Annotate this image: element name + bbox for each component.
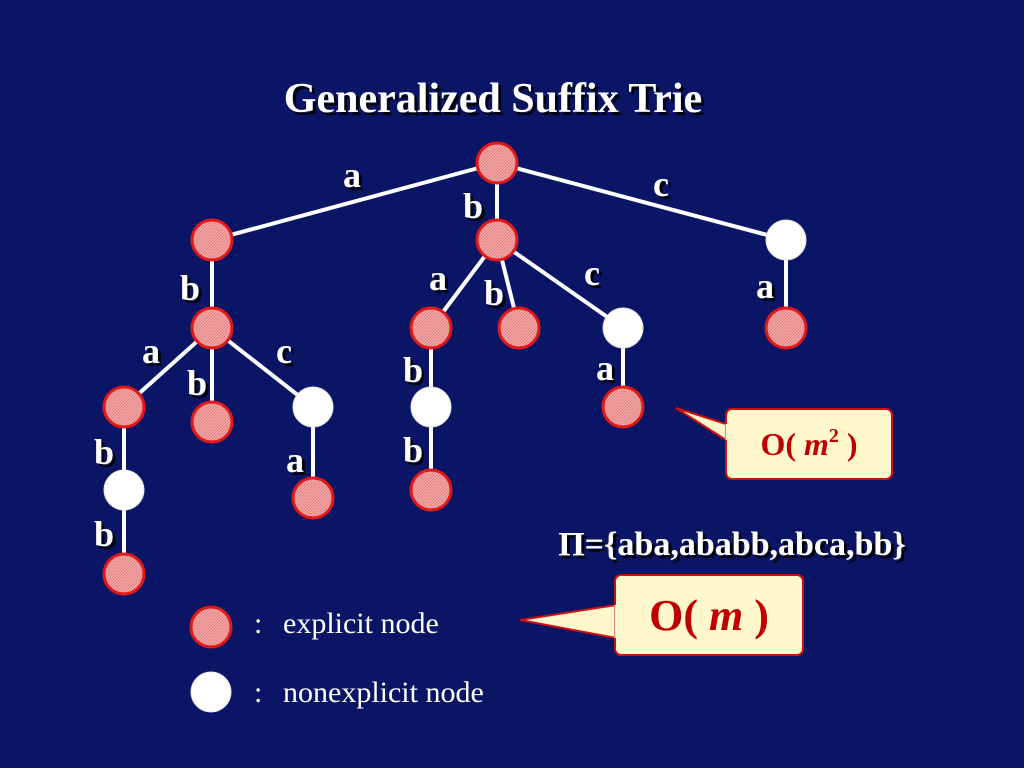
explicit-node (409, 468, 453, 512)
trie-edge (211, 161, 498, 242)
nonexplicit-node (602, 307, 644, 349)
edge-label: a (286, 440, 304, 480)
nonexplicit-node-swatch (190, 671, 232, 713)
explicit-node-swatch (189, 605, 233, 649)
edge-label: b (484, 273, 504, 313)
edge-label: c (653, 164, 669, 204)
nonexplicit-node (410, 386, 452, 428)
explicit-node (475, 141, 519, 185)
callout-m-squared: O( m2 ) (675, 407, 893, 480)
edge-label: a (596, 348, 614, 388)
callout-m-text: O( m ) (649, 591, 769, 640)
edge-label: c (276, 331, 292, 371)
legend-item-explicit: : explicit node (189, 605, 439, 649)
nonexplicit-node (765, 219, 807, 261)
explicit-node (601, 385, 645, 429)
legend-label-explicit: explicit node (283, 607, 439, 640)
legend-item-nonexplicit: : nonexplicit node (190, 671, 484, 713)
legend: : explicit node : nonexplicit node (189, 605, 484, 713)
edge-label: a (756, 266, 774, 306)
explicit-node (497, 306, 541, 350)
legend-label-nonexplicit: nonexplicit node (283, 676, 484, 709)
edge-label: b (403, 350, 423, 390)
edge-label: b (403, 430, 423, 470)
explicit-node (190, 400, 234, 444)
edge-label: b (94, 432, 114, 472)
explicit-node (291, 476, 335, 520)
nonexplicit-node (103, 469, 145, 511)
edge-label: a (429, 258, 447, 298)
explicit-node (475, 218, 519, 262)
explicit-node (409, 306, 453, 350)
callout-m-squared-text: O( m2 ) (760, 425, 857, 462)
edge-label: b (187, 363, 207, 403)
edge-label: c (584, 253, 600, 293)
legend-colon: : (254, 607, 262, 640)
legend-colon: : (254, 676, 262, 709)
edge-label: a (343, 155, 361, 195)
slide-title: Generalized Suffix Trie (284, 76, 702, 122)
edge-label: b (94, 514, 114, 554)
explicit-node (764, 306, 808, 350)
explicit-node (102, 385, 146, 429)
trie-nodes (102, 141, 808, 596)
explicit-node (190, 306, 234, 350)
trie-edge (495, 238, 625, 330)
edge-label: b (463, 186, 483, 226)
explicit-node (190, 218, 234, 262)
nonexplicit-node (292, 386, 334, 428)
trie-edge (496, 161, 787, 242)
explicit-node (102, 552, 146, 596)
callout-m: O( m ) (519, 574, 804, 656)
edge-label: a (142, 331, 160, 371)
string-set-label: Π={aba,ababb,abca,bb} (558, 526, 906, 563)
edge-label: b (180, 268, 200, 308)
